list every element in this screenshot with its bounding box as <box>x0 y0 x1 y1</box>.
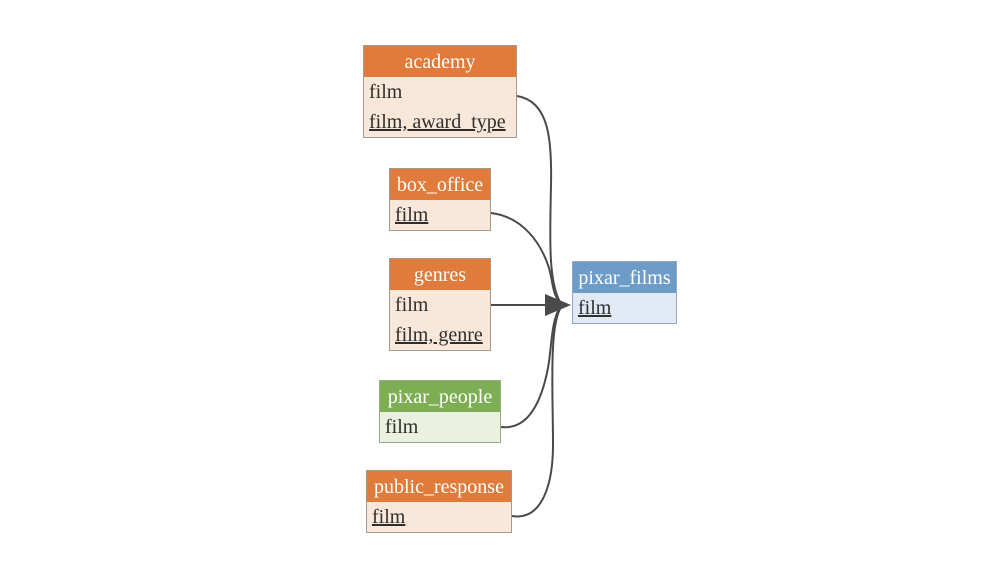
table-academy-column-1: film, award_type <box>369 111 506 133</box>
table-genres-header: genres <box>390 259 490 290</box>
relation-box_office-to-pixar_films <box>490 212 561 304</box>
table-pixar_people-column-0: film <box>385 416 419 438</box>
relation-academy-to-pixar_films <box>516 95 561 303</box>
table-genres: genres film film, genre <box>389 258 491 351</box>
table-academy-column-0: film <box>369 81 403 103</box>
relation-pixar_people-to-pixar_films <box>500 306 561 429</box>
table-box_office-header: box_office <box>390 169 490 200</box>
table-box_office-column-0: film <box>395 204 429 226</box>
table-academy: academy film film, award_type <box>363 45 517 138</box>
table-academy-header: academy <box>364 46 516 77</box>
table-pixar_films-header: pixar_films <box>573 262 676 293</box>
table-genres-column-1: film, genre <box>395 324 483 346</box>
relation-public_response-to-pixar_films <box>511 308 561 518</box>
table-pixar_films-column-0: film <box>578 297 612 319</box>
table-public_response-column-0: film <box>372 506 406 528</box>
table-genres-column-0: film <box>395 294 429 316</box>
table-pixar_people-header: pixar_people <box>380 381 500 412</box>
arrowhead <box>545 294 571 316</box>
table-public_response-header: public_response <box>367 471 511 502</box>
